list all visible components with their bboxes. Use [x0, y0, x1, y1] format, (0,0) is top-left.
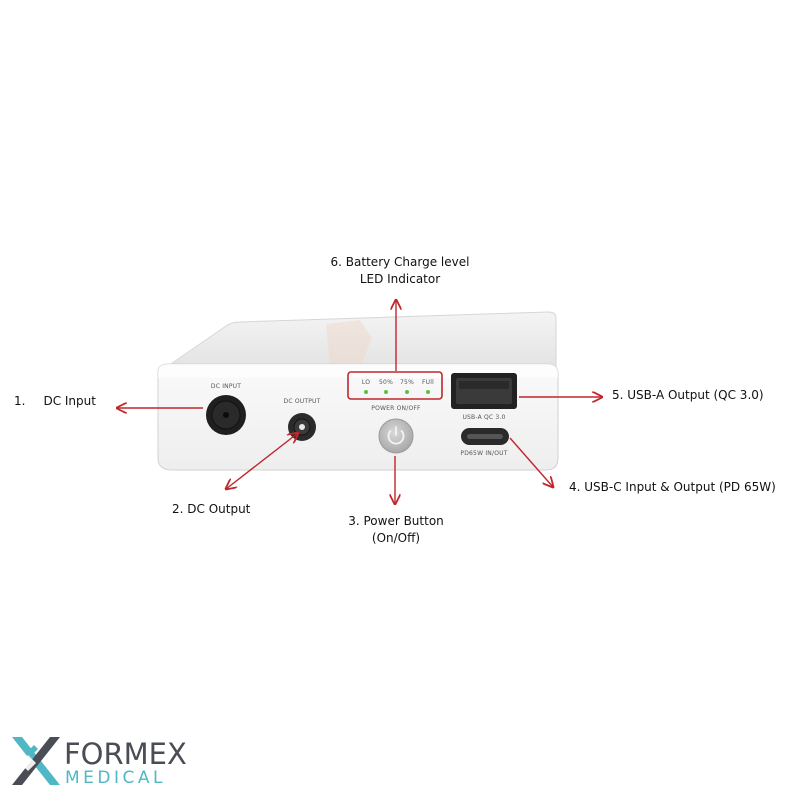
led-dot-50 [384, 390, 388, 394]
dc-input-port [206, 395, 246, 435]
top-label-sticker [326, 320, 372, 366]
led-label-75: 75% [400, 379, 414, 386]
led-label-50: 50% [379, 379, 393, 386]
callout-dc-output: 2. DC Output [172, 502, 251, 516]
power-button [378, 418, 414, 454]
brand-subtitle: MEDICAL [65, 768, 166, 788]
callout-led-line1: 6. Battery Charge level [330, 255, 470, 269]
callout-power-button: 3. Power Button (On/Off) [318, 513, 474, 547]
led-dot-75 [405, 390, 409, 394]
callout-usb-a: 5. USB-A Output (QC 3.0) [612, 388, 764, 402]
callout-dc-input: 1. DC Input [14, 393, 96, 410]
callout-usb-c: 4. USB-C Input & Output (PD 65W) [569, 480, 776, 494]
usb-a-port [451, 373, 517, 409]
brand-name: FORMEX [64, 737, 187, 771]
callout-power-line1: 3. Power Button [348, 514, 444, 528]
callout-arrows [117, 300, 602, 504]
led-dot-lo [364, 390, 368, 394]
formex-logo-icon [12, 737, 60, 785]
usb-c-port [461, 428, 509, 445]
arrow-dc-output [226, 433, 298, 489]
usb-a-port-label: USB-A QC 3.0 [462, 414, 505, 421]
led-indicator: LO 50% 75% FUll [362, 379, 434, 394]
dc-input-port-label: DC INPUT [211, 383, 241, 390]
led-label-full: FUll [422, 379, 434, 386]
arrow-usb-c [509, 437, 553, 487]
led-highlight-box [347, 371, 443, 400]
led-dot-full [426, 390, 430, 394]
usb-c-port-label: PD65W IN/OUT [460, 450, 507, 457]
callout-led-line2: LED Indicator [359, 272, 441, 286]
callout-dc-input-text: DC Input [43, 394, 96, 408]
callout-power-line2: (On/Off) [371, 531, 421, 545]
power-button-label: POWER ON/OFF [371, 405, 421, 412]
led-label-lo: LO [362, 379, 370, 386]
callout-dc-input-number: 1. [14, 394, 26, 408]
dc-output-port-label: DC OUTPUT [284, 398, 321, 405]
power-icon [387, 430, 405, 445]
callout-led-indicator: 6. Battery Charge level LED Indicator [300, 254, 500, 288]
